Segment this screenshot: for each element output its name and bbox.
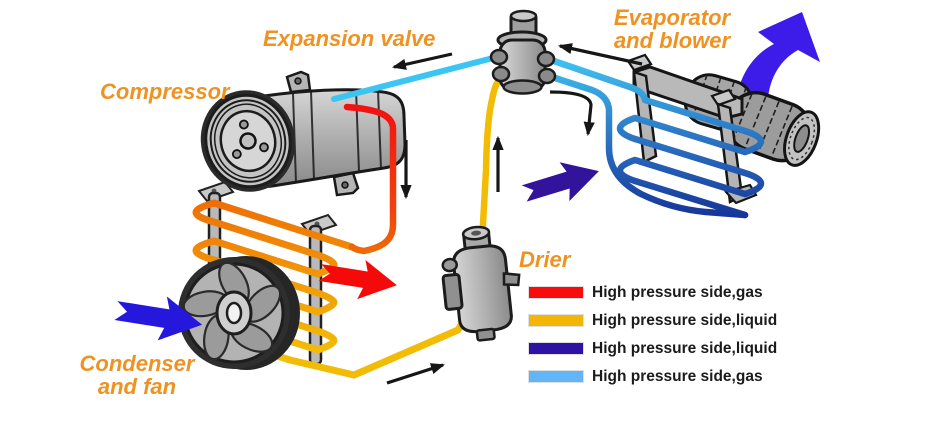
cold-air-arrow bbox=[736, 12, 820, 107]
compressor-band bbox=[355, 88, 360, 173]
fan-illustration bbox=[178, 256, 300, 370]
drier-sight-glass bbox=[441, 272, 464, 311]
suction-pipe bbox=[331, 54, 500, 102]
air-into-evaporator-arrow bbox=[521, 162, 599, 202]
expansion-valve-label: Expansion valve bbox=[263, 26, 436, 51]
drier-bottom-nub bbox=[475, 327, 496, 342]
legend-row: High pressure side,liquid bbox=[528, 340, 778, 357]
legend-swatch-lightblue bbox=[528, 370, 584, 383]
condenser-label: Condenser and fan bbox=[57, 352, 217, 398]
compressor-pulley bbox=[200, 90, 296, 192]
pulley-groove bbox=[209, 99, 287, 183]
drier-top-hole bbox=[471, 230, 482, 236]
valve-stem-top bbox=[509, 9, 538, 23]
legend-swatch-yellow bbox=[528, 314, 584, 327]
evaporator-feed-pipe bbox=[545, 72, 749, 219]
compressor-bottom-bracket-hole bbox=[341, 181, 349, 189]
drier-label: Drier bbox=[519, 247, 571, 272]
condenser-coil bbox=[192, 199, 356, 364]
drier-side-nub bbox=[441, 257, 458, 273]
valve-port bbox=[537, 67, 557, 85]
expansion-valve-illustration bbox=[489, 9, 557, 95]
pulley-bolt bbox=[231, 149, 242, 159]
compressor-band bbox=[310, 90, 315, 181]
legend-row: High pressure side,liquid bbox=[528, 312, 778, 329]
evaporator-right-tab bbox=[710, 88, 737, 107]
valve-bottom bbox=[502, 79, 543, 95]
legend-label: High pressure side,liquid bbox=[592, 340, 778, 357]
drier-illustration bbox=[441, 225, 521, 342]
compressor-label: Compressor bbox=[100, 79, 230, 104]
blower-face-hole bbox=[793, 124, 811, 153]
legend-swatch-red bbox=[528, 286, 584, 299]
condenser-label-line1: Condenser bbox=[79, 351, 195, 376]
drier-body bbox=[452, 244, 513, 334]
legend: High pressure side,gas High pressure sid… bbox=[528, 284, 778, 398]
pulley-shaft bbox=[239, 132, 257, 150]
evaporator-illustration bbox=[545, 12, 821, 219]
flow-arrow-condenser-to-drier bbox=[386, 363, 446, 385]
drier-to-valve-pipe bbox=[478, 71, 507, 246]
fan-hub-hole bbox=[225, 301, 243, 325]
air-into-fan-arrow bbox=[114, 296, 203, 341]
valve-port bbox=[491, 65, 511, 83]
valve-port bbox=[536, 50, 556, 68]
compressor-band bbox=[377, 89, 382, 170]
blower-front-drum bbox=[725, 90, 821, 167]
legend-label: High pressure side,gas bbox=[592, 284, 763, 301]
evaporator-label: Evaporator and blower bbox=[602, 6, 742, 52]
legend-label: High pressure side,liquid bbox=[592, 312, 778, 329]
evaporator-label-line2: and blower bbox=[613, 28, 731, 53]
legend-row: High pressure side,gas bbox=[528, 284, 777, 301]
blower-front-ribs bbox=[732, 93, 793, 157]
compressor-top-bracket-hole bbox=[294, 77, 302, 85]
condenser-label-line2: and fan bbox=[97, 374, 177, 399]
discharge-pipe bbox=[343, 103, 397, 255]
flow-arrow-valve-to-compressor bbox=[391, 52, 453, 70]
evaporator-label-line1: Evaporator bbox=[613, 5, 731, 30]
legend-swatch-indigo bbox=[528, 342, 584, 355]
pulley-groove bbox=[214, 103, 282, 179]
legend-label: High pressure side,gas bbox=[592, 368, 763, 385]
evaporator-coil bbox=[547, 56, 765, 219]
flow-arrow-valve-to-evaporator bbox=[549, 90, 595, 137]
compressor-illustration bbox=[200, 70, 407, 197]
pulley-bolt bbox=[259, 142, 269, 153]
pulley-bolt bbox=[238, 119, 249, 130]
drier-spout bbox=[502, 272, 521, 287]
legend-row: High pressure side,gas bbox=[528, 368, 777, 385]
valve-port bbox=[489, 48, 509, 66]
hot-air-arrow bbox=[318, 259, 397, 300]
flow-arrow-evaporator-to-valve bbox=[557, 43, 643, 66]
flow-direction-arrows bbox=[386, 43, 643, 385]
blower-face-rim bbox=[788, 116, 816, 161]
